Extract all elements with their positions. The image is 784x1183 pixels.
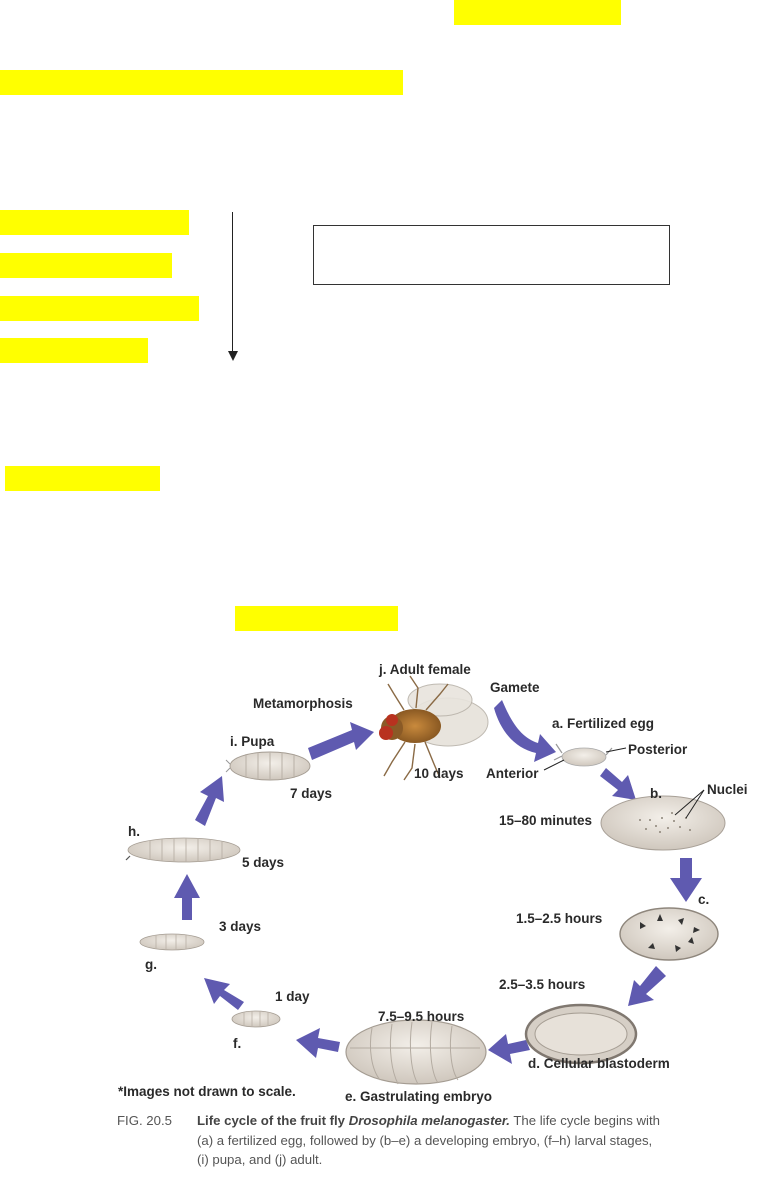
label-pupa: i. Pupa [230,734,275,749]
fertilized-egg-image [543,743,627,771]
label-h: h. [128,824,140,839]
label-posterior: Posterior [628,742,688,757]
down-arrow-line [232,212,234,352]
caption-species: Drosophila melanogaster. [348,1113,510,1128]
highlight-block-list-1 [0,210,189,235]
label-g: g. [145,957,157,972]
label-scale-note: *Images not drawn to scale. [118,1084,296,1099]
highlight-block-list-2 [0,253,172,278]
label-metamorphosis: Metamorphosis [253,696,353,711]
label-gamete: Gamete [490,680,540,695]
label-b: b. [650,786,662,801]
third-instar-larva-image [125,837,241,863]
label-b-time: 15–80 minutes [499,813,592,828]
label-ten-days: 10 days [414,766,464,781]
down-arrow-head [228,351,238,361]
caption-line-3: (i) pupa, and (j) adult. [197,1152,323,1167]
label-one-day: 1 day [275,989,310,1004]
label-f: f. [233,1036,241,1051]
label-c: c. [698,892,709,907]
arrow-b-to-c [670,858,702,902]
caption-title-prefix: Life cycle of the fruit fly [197,1113,349,1128]
label-e-time: 7.5–9.5 hours [378,1009,464,1024]
gastrulating-embryo-image [345,1019,487,1085]
early-embryo-image [600,789,726,851]
syncytial-embryo-image [619,907,719,961]
label-five-days: 5 days [242,855,284,870]
pupa-image [225,751,311,781]
highlight-block-subheading [5,466,160,491]
arrow-h-to-i [195,776,224,826]
label-d-time: 2.5–3.5 hours [499,977,585,992]
label-adult-female: j. Adult female [378,662,471,677]
arrow-i-to-j [308,722,374,760]
second-instar-larva-image [139,933,205,951]
fruit-fly-life-cycle-figure: j. Adult female Gamete Metamorphosis a. … [118,662,748,1104]
figure-caption: FIG. 20.5 Life cycle of the fruit fly Dro… [117,1111,757,1170]
highlight-block-heading [0,70,403,95]
cycle-arrows [174,700,702,1064]
arrow-a-to-b [600,768,636,800]
highlight-block-list-4 [0,338,148,363]
empty-text-box [313,225,670,285]
highlight-block-title [454,0,621,25]
arrow-gamete [494,700,556,762]
figure-number: FIG. 20.5 [117,1113,172,1128]
highlight-block-figure-title [235,606,398,631]
caption-title: Life cycle of the fruit fly Drosophila m… [197,1113,510,1128]
arrow-g-to-h [174,874,200,920]
label-nuclei: Nuclei [707,782,748,797]
caption-line-2: (a) a fertilized egg, followed by (b–e) … [197,1132,653,1148]
arrow-f-to-g [204,978,244,1010]
highlight-block-list-3 [0,296,199,321]
label-seven-days: 7 days [290,786,332,801]
label-anterior: Anterior [486,766,539,781]
caption-line-1-tail: The life cycle begins with [509,1113,660,1128]
adult-fly-image [379,675,489,781]
arrow-d-to-e [488,1034,530,1064]
label-cellular-blastoderm: d. Cellular blastoderm [528,1056,670,1071]
label-three-days: 3 days [219,919,261,934]
arrow-c-to-d [628,966,666,1006]
arrow-e-to-f [296,1028,340,1058]
label-gastrulating-embryo: e. Gastrulating embryo [345,1089,492,1104]
first-instar-larva-image [231,1010,281,1028]
label-c-time: 1.5–2.5 hours [516,911,602,926]
label-fertilized-egg: a. Fertilized egg [552,716,654,731]
cellular-blastoderm-image [524,1003,638,1065]
